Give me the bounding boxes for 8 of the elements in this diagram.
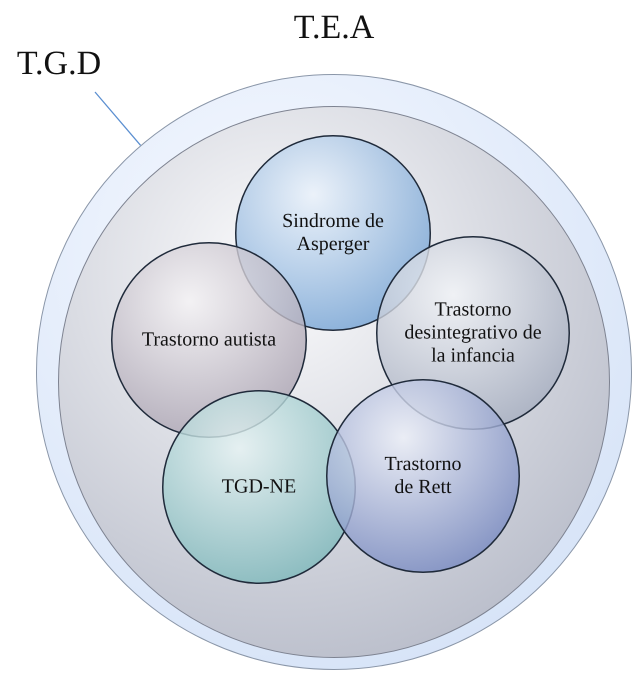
category-label: Sindrome de Asperger [281,210,385,256]
group-heading: T.E.A [292,8,376,48]
category-label: Trastorno de Rett [383,453,463,499]
category-label: Trastorno autista [140,328,278,352]
category-label: Trastorno desintegrativo de la infancia [403,298,543,368]
leader-line [94,92,142,146]
category-label: TGD-NE [220,476,298,498]
group-label: T.G.D [16,44,102,84]
